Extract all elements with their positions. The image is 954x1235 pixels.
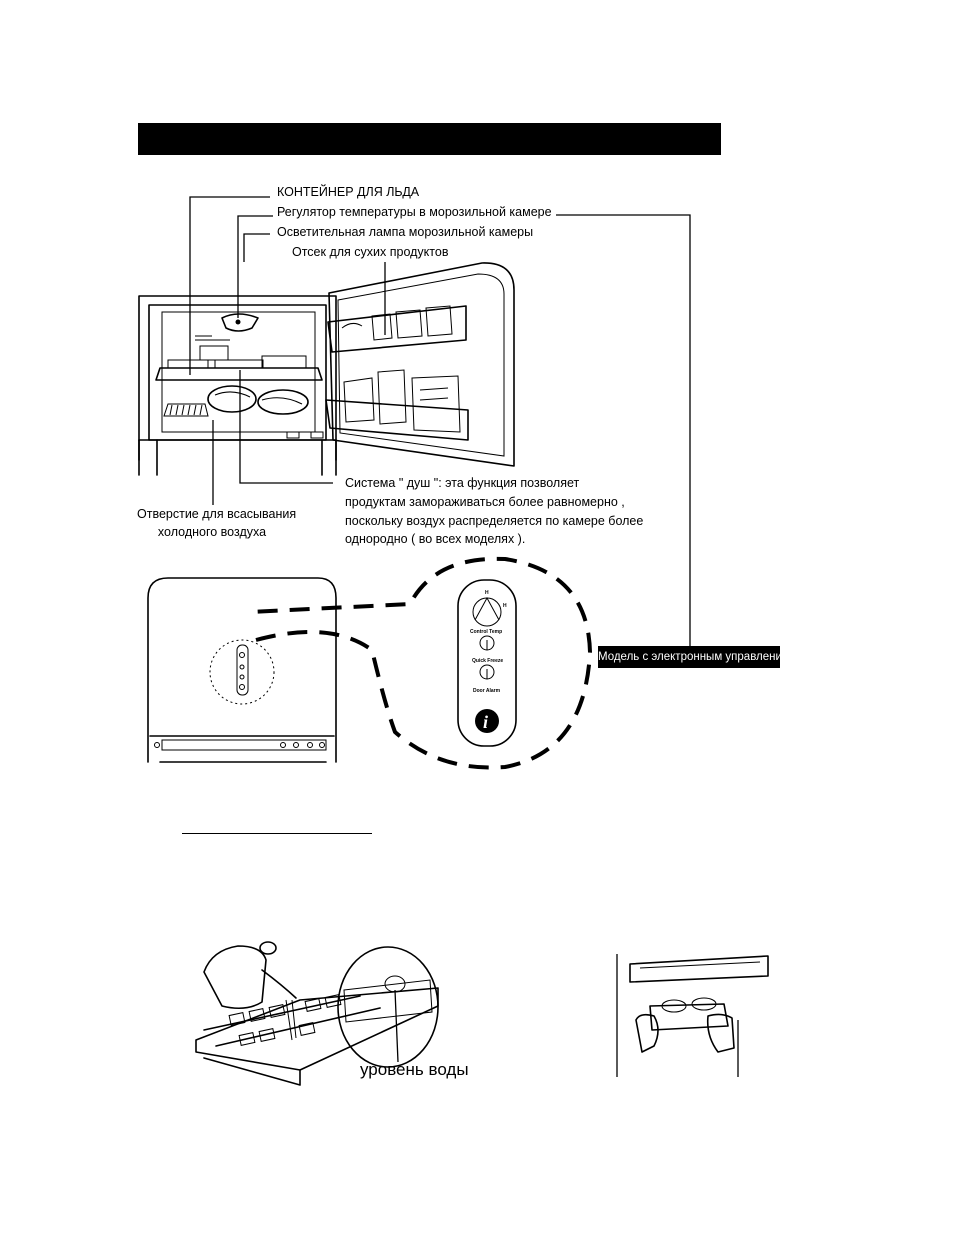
label-shower-system-line3: поскольку воздух распределяется по камер… [345,514,643,529]
label-freezer-lamp: Осветительная лампа морозильной камеры [277,225,533,240]
control-temp-label: Control Temp [470,629,502,635]
label-cold-air-intake-line1: Отверстие для всасывания [137,507,287,522]
door-alarm-label: Door Alarm [473,688,501,694]
fridge-front [148,578,336,762]
info-icon: i [483,712,488,732]
quick-freeze-label: Quick Freeze [472,658,503,664]
label-shower-system-line4: однородно ( во всех моделях ). [345,532,525,547]
label-cold-air-intake-line2: холодного воздуха [137,525,287,540]
label-freezer-temp-regulator: Регулятор температуры в морозильной каме… [277,205,552,220]
panel-mark-side: H [503,603,507,609]
label-shower-system-line2: продуктам замораживаться более равномерн… [345,495,625,510]
label-electronic-model: Модель с электронным управлением [598,646,780,668]
control-panel: H H Control Temp Quick Freeze Door Alarm… [458,580,516,746]
freezer-door [326,263,514,466]
freezer-cabinet [139,296,336,475]
label-shower-system-line1: Система " душ ": эта функция позволяет [345,476,579,491]
panel-mark-top: H [485,590,489,596]
label-dry-food-compartment: Отсек для сухих продуктов [292,245,448,260]
section-underline [182,833,372,834]
label-water-level: уровень воды [360,1060,469,1080]
label-ice-container: КОНТЕЙНЕР ДЛЯ ЛЬДА [277,185,419,200]
tray-removal-illustration [617,954,768,1077]
